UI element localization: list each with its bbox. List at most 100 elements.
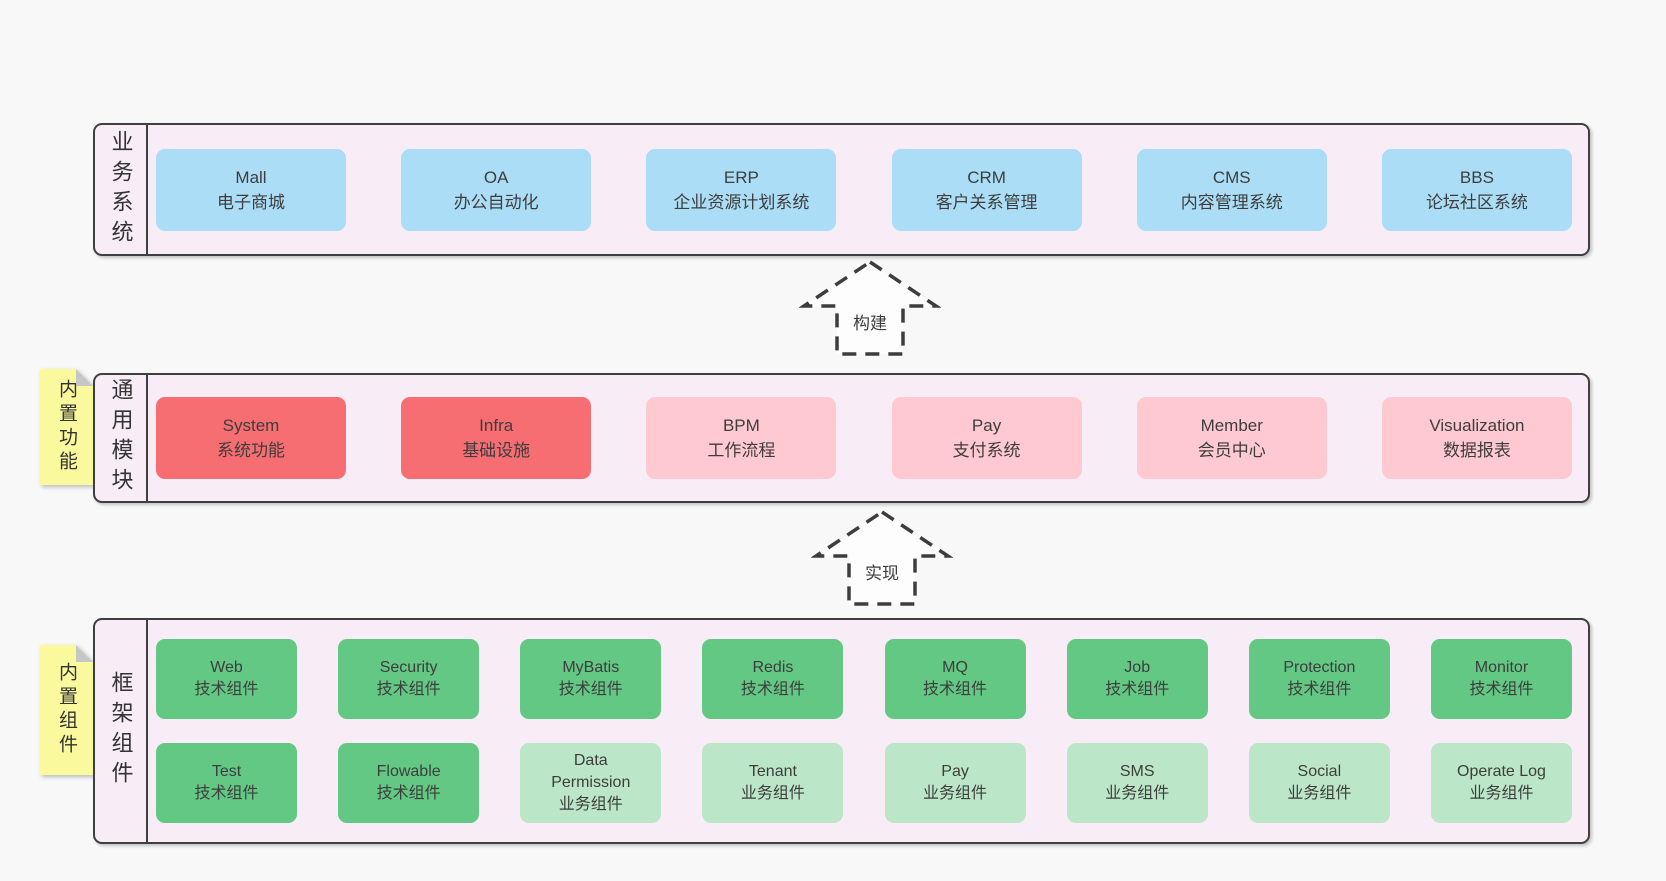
arrow-implement: 实现 (811, 509, 953, 607)
arrow-implement-label: 实现 (863, 559, 901, 584)
panel-label-cell: 框架组件 (95, 620, 148, 842)
components-grid: Web 技术组件 Security 技术组件 MyBatis 技术组件 Redi… (148, 620, 1588, 842)
up-arrow-icon (799, 259, 941, 356)
node-test: Test 技术组件 (156, 743, 297, 823)
node-title: MQ (942, 659, 968, 676)
sticky-note: 内置功能 (40, 369, 93, 485)
node-data-permission: Data Permission 业务组件 (520, 743, 662, 823)
node-title: System (222, 416, 280, 435)
node-title: BPM (722, 416, 760, 435)
node-title: MyBatis (562, 659, 620, 676)
folded-corner-icon (76, 369, 93, 386)
node-subtitle: 企业资源计划系统 (673, 192, 810, 212)
node-title: Social (1297, 763, 1342, 780)
node-job: Job 技术组件 (1066, 639, 1208, 719)
node-bpm: BPM 工作流程 (646, 397, 837, 479)
panel-framework-components: 框架组件 Web 技术组件 Security 技术组件 MyBatis 技术组件… (93, 618, 1590, 844)
node-title: Data Permission (551, 752, 631, 791)
node-protection: Protection 技术组件 (1248, 639, 1390, 719)
modules-boxes-row: System 系统功能 Infra 基础设施 BPM 工作流程 Pay 支付系统… (148, 375, 1588, 501)
node-system: System 系统功能 (156, 397, 346, 479)
node-security: Security 技术组件 (338, 639, 480, 719)
panel-title-business-systems: 业务系统 (108, 129, 134, 250)
note-label: 内置组件 (56, 662, 77, 758)
node-subtitle: 技术组件 (740, 681, 805, 698)
node-title: Security (379, 659, 438, 676)
node-title: Job (1124, 659, 1151, 676)
node-title: CMS (1212, 167, 1251, 187)
node-monitor: Monitor 技术组件 (1430, 639, 1572, 719)
node-subtitle: 技术组件 (1469, 681, 1534, 698)
node-subtitle: 业务组件 (740, 785, 805, 802)
node-member: Member 会员中心 (1136, 397, 1327, 479)
node-subtitle: 技术组件 (923, 681, 988, 698)
node-title: Mall (235, 167, 267, 187)
node-title: BBS (1459, 167, 1494, 187)
node-subtitle: 支付系统 (952, 441, 1021, 460)
folded-corner-icon (76, 645, 93, 662)
node-subtitle: 技术组件 (1105, 681, 1170, 698)
panel-common-modules: 通用模块 System 系统功能 Infra 基础设施 BPM 工作流程 Pay… (93, 373, 1590, 503)
node-title: Tenant (748, 763, 797, 780)
node-subtitle: 内容管理系统 (1180, 192, 1283, 212)
node-subtitle: 工作流程 (707, 441, 776, 460)
node-title: Test (211, 763, 242, 780)
components-row-1: Web 技术组件 Security 技术组件 MyBatis 技术组件 Redi… (156, 639, 1572, 719)
node-mq: MQ 技术组件 (884, 639, 1026, 719)
node-infra: Infra 基础设施 (401, 397, 592, 479)
node-subtitle: 技术组件 (194, 785, 259, 802)
node-subtitle: 业务组件 (923, 785, 988, 802)
node-title: SMS (1119, 763, 1155, 780)
node-visualization: Visualization 数据报表 (1381, 397, 1572, 479)
node-subtitle: 业务组件 (1469, 785, 1534, 802)
node-pay-system: Pay 支付系统 (891, 397, 1082, 479)
node-title: Member (1200, 416, 1263, 435)
node-subtitle: 数据报表 (1442, 441, 1511, 460)
node-subtitle: 基础设施 (462, 441, 531, 460)
sticky-note: 内置组件 (40, 645, 93, 775)
node-subtitle: 业务组件 (558, 796, 623, 813)
node-subtitle: 客户关系管理 (935, 192, 1038, 212)
node-title: ERP (723, 167, 759, 187)
panel-business-systems: 业务系统 Mall 电子商城 OA 办公自动化 ERP 企业资源计划系统 CRM… (93, 123, 1590, 256)
node-title: Pay (971, 416, 1002, 435)
node-title: CRM (967, 167, 1006, 187)
node-subtitle: 会员中心 (1197, 441, 1266, 460)
node-subtitle: 论坛社区系统 (1425, 192, 1528, 212)
node-title: Pay (941, 763, 969, 780)
node-subtitle: 技术组件 (376, 785, 441, 802)
note-label: 内置功能 (56, 379, 77, 475)
node-mybatis: MyBatis 技术组件 (520, 639, 662, 719)
node-web: Web 技术组件 (156, 639, 297, 719)
node-operate-log: Operate Log 业务组件 (1430, 743, 1572, 823)
node-title: Protection (1283, 659, 1356, 676)
node-title: Web (210, 659, 243, 676)
node-subtitle: 业务组件 (1287, 785, 1352, 802)
business-boxes-row: Mall 电子商城 OA 办公自动化 ERP 企业资源计划系统 CRM 客户关系… (148, 125, 1588, 254)
node-subtitle: 技术组件 (558, 681, 623, 698)
up-arrow-icon (811, 509, 953, 606)
node-subtitle: 电子商城 (217, 192, 285, 212)
arrow-build: 构建 (799, 259, 941, 357)
node-title: Monitor (1474, 659, 1529, 676)
arrow-build-label: 构建 (851, 309, 889, 334)
node-oa: OA 办公自动化 (401, 148, 592, 231)
node-flowable: Flowable 技术组件 (338, 743, 480, 823)
node-mall: Mall 电子商城 (156, 148, 346, 231)
node-title: Operate Log (1457, 763, 1546, 780)
node-sms: SMS 业务组件 (1066, 743, 1208, 823)
panel-title-common-modules: 通用模块 (108, 378, 134, 498)
components-row-2: Test 技术组件 Flowable 技术组件 Data Permission … (156, 743, 1572, 823)
node-subtitle: 技术组件 (376, 681, 441, 698)
node-title: Flowable (376, 763, 441, 780)
node-title: OA (483, 167, 509, 187)
node-title: Infra (479, 416, 514, 435)
node-tenant: Tenant 业务组件 (702, 743, 844, 823)
node-crm: CRM 客户关系管理 (891, 148, 1082, 231)
node-title: Visualization (1429, 416, 1525, 435)
node-bbs: BBS 论坛社区系统 (1381, 148, 1572, 231)
node-subtitle: 业务组件 (1105, 785, 1170, 802)
node-erp: ERP 企业资源计划系统 (646, 148, 837, 231)
panel-title-framework-components: 框架组件 (108, 671, 134, 791)
node-social: Social 业务组件 (1248, 743, 1390, 823)
